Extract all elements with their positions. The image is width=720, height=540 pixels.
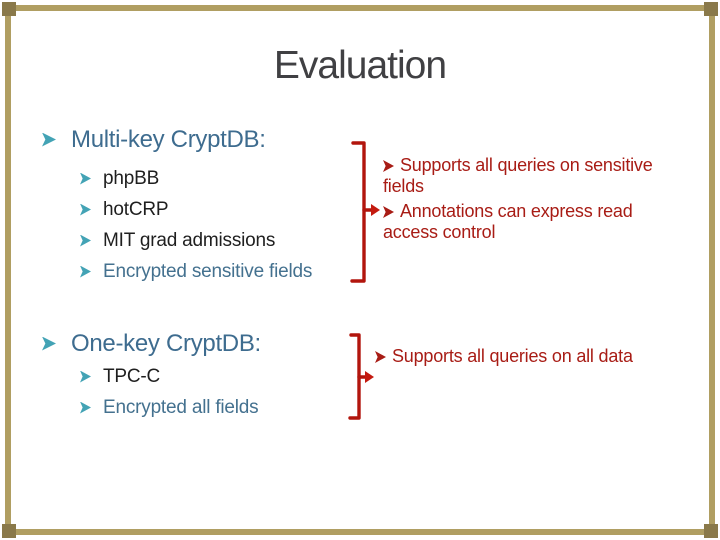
list-item: phpBB <box>80 163 312 194</box>
list-item-label: TPC-C <box>103 365 161 387</box>
list-item: MIT grad admissions <box>80 225 312 256</box>
bracket-pointer-icon <box>348 333 374 420</box>
list-item: Encrypted all fields <box>80 392 259 423</box>
bracket-pointer-icon <box>350 141 380 283</box>
arrow-bullet-icon <box>383 160 394 172</box>
callout-line: Annotations can express read <box>383 201 713 222</box>
section-heading: Multi-key CryptDB: <box>71 126 266 153</box>
arrow-bullet-icon <box>383 206 394 218</box>
callout-line: access control <box>383 222 713 243</box>
arrow-bullet-icon <box>80 234 91 247</box>
callout-text: fields <box>383 176 424 196</box>
list-item-label: Encrypted all fields <box>103 396 259 418</box>
callout-line: Supports all queries on all data <box>375 346 705 367</box>
frame-corner-top-left <box>2 2 16 16</box>
list-item-label: phpBB <box>103 167 160 189</box>
arrow-bullet-icon <box>42 336 56 351</box>
callout-sensitive-fields: Supports all queries on sensitive fields… <box>383 155 713 243</box>
section-heading-row: One-key CryptDB: <box>42 330 261 357</box>
list-item: TPC-C <box>80 361 258 392</box>
arrow-bullet-icon <box>80 172 91 185</box>
section-multi-key-items: phpBB hotCRP MIT grad admissions Encrypt… <box>80 163 312 287</box>
section-heading-row: Multi-key CryptDB: <box>42 126 266 153</box>
frame-corner-bottom-right <box>704 524 718 538</box>
callout-line: fields <box>383 176 713 197</box>
callout-line: Supports all queries on sensitive <box>383 155 713 176</box>
arrow-bullet-icon <box>42 132 56 147</box>
callout-all-data: Supports all queries on all data <box>375 346 705 367</box>
list-item-label: MIT grad admissions <box>103 229 276 251</box>
list-item-label: Encrypted sensitive fields <box>103 260 313 282</box>
list-item-label: hotCRP <box>103 198 169 220</box>
section-heading: One-key CryptDB: <box>71 330 261 357</box>
arrow-bullet-icon <box>80 401 91 414</box>
slide-title: Evaluation <box>273 44 447 87</box>
callout-text: Annotations can express read <box>400 201 633 221</box>
section-one-key: One-key CryptDB: <box>42 330 261 357</box>
section-one-key-items: TPC-C Encrypted all fields <box>80 361 259 423</box>
callout-text: access control <box>383 222 496 242</box>
frame-corner-top-right <box>704 2 718 16</box>
arrow-bullet-icon <box>375 351 386 363</box>
list-item: hotCRP <box>80 194 312 225</box>
callout-text: Supports all queries on all data <box>392 346 633 366</box>
arrow-bullet-icon <box>80 203 91 216</box>
arrow-bullet-icon <box>80 370 91 383</box>
frame-corner-bottom-left <box>2 524 16 538</box>
list-item: Encrypted sensitive fields <box>80 256 312 287</box>
arrow-bullet-icon <box>80 265 91 278</box>
section-multi-key: Multi-key CryptDB: <box>42 126 266 153</box>
callout-text: Supports all queries on sensitive <box>400 155 653 175</box>
